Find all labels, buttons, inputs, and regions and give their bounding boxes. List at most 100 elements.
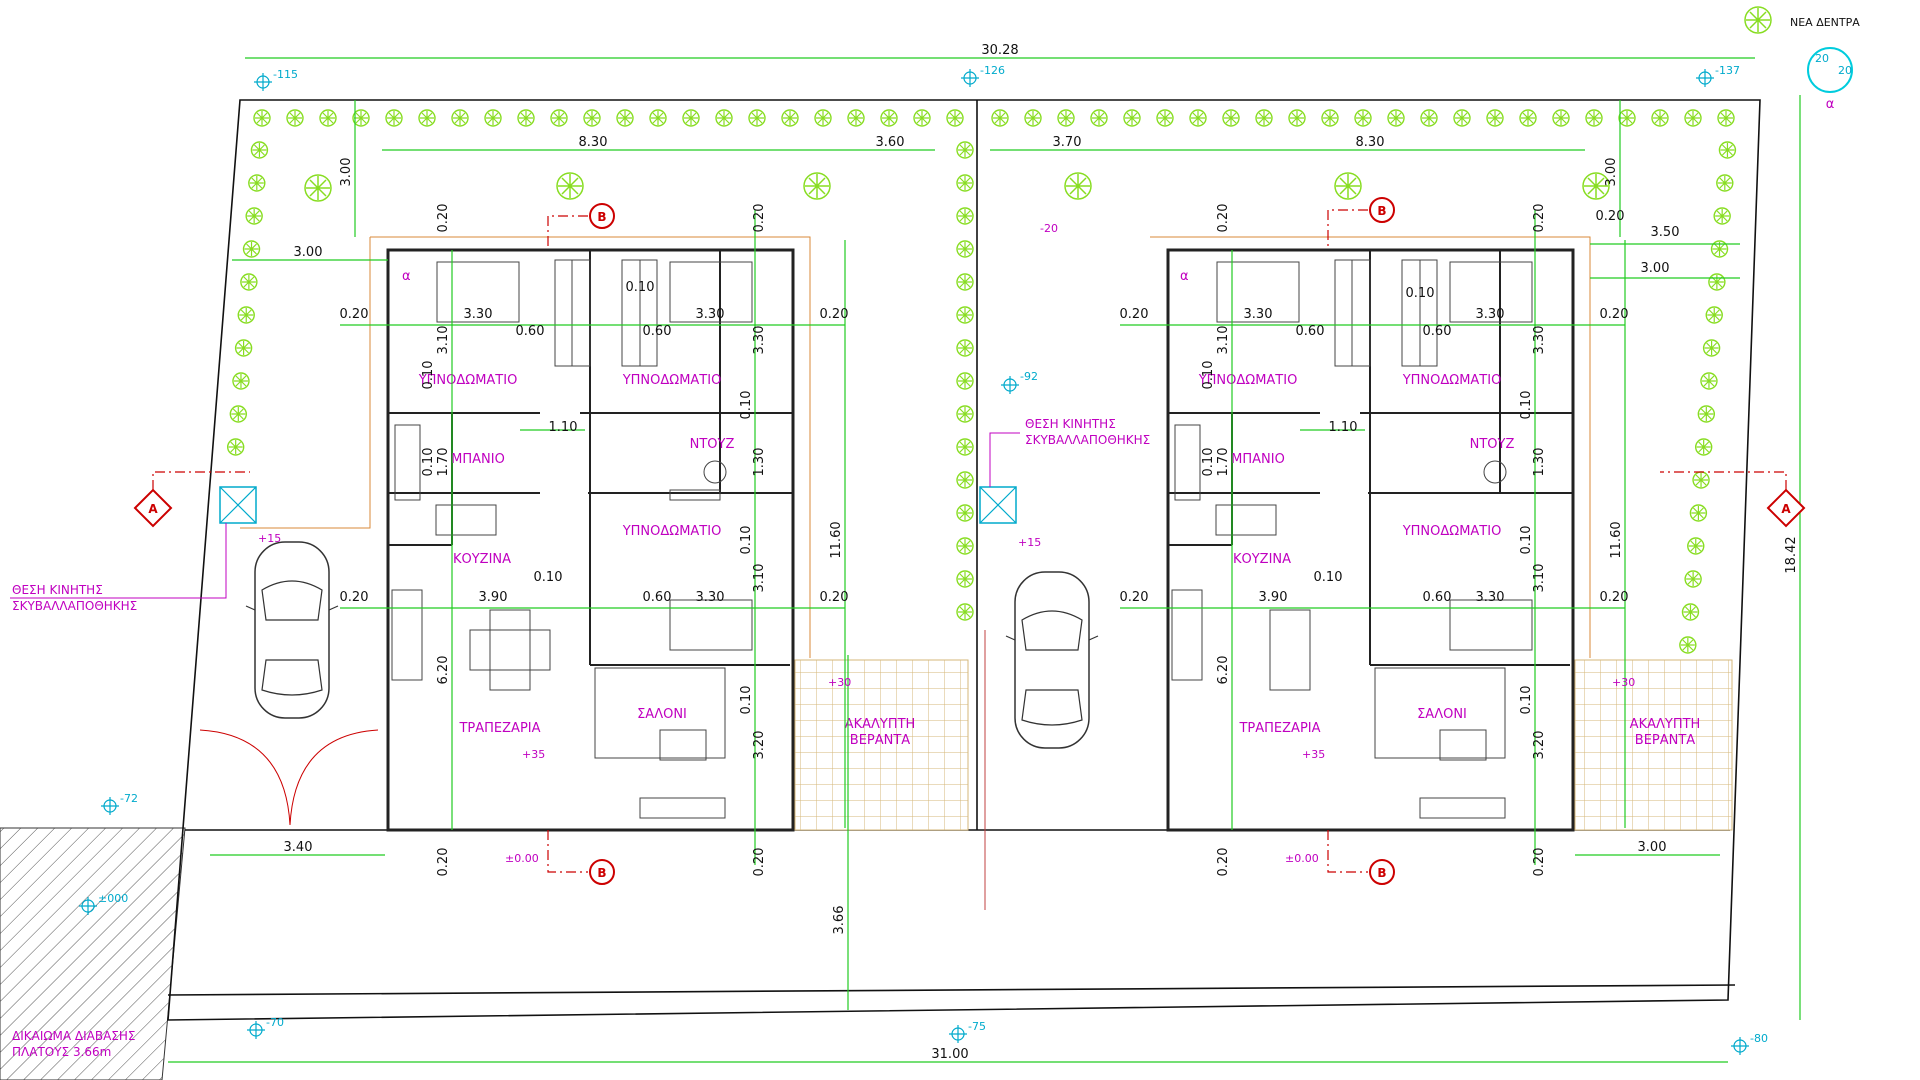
shrub-icon <box>956 174 974 192</box>
dim: 0.60 <box>1296 324 1325 339</box>
shrub-icon <box>1090 109 1108 127</box>
dim: 0.60 <box>516 324 545 339</box>
shrub-icon <box>1024 109 1042 127</box>
bin-note-1: ΘΕΣΗ ΚΙΝΗΤΗΣ <box>12 583 103 597</box>
dim-overall-bottom: 31.00 <box>931 1047 968 1062</box>
dim: 3.50 <box>1651 225 1680 240</box>
right-of-way-note-1: ΔΙΚΑΙΩΜΑ ΔΙΑΒΑΣΗΣ <box>12 1029 136 1043</box>
shrub-icon <box>1123 109 1141 127</box>
dim: 0.10 <box>421 448 436 477</box>
dim: 0.10 <box>1314 570 1343 585</box>
north-arrow-icon <box>1807 47 1853 93</box>
dim: 0.20 <box>1600 307 1629 322</box>
dim-overall-top: 30.28 <box>981 43 1018 58</box>
dim: 0.20 <box>1596 209 1625 224</box>
room-label: ΜΠΑΝΙΟ <box>451 452 505 467</box>
room-label: ΣΑΛΟΝΙ <box>1417 707 1467 722</box>
shrub-icon <box>1354 109 1372 127</box>
dim: 3.20 <box>1532 731 1547 760</box>
dim-access: 3.66 <box>832 906 847 935</box>
shrub-icon <box>1697 405 1716 423</box>
dim: 0.20 <box>1532 204 1547 233</box>
shrub-icon <box>956 471 974 489</box>
dim: 3.30 <box>696 590 725 605</box>
tree-icon <box>803 172 831 200</box>
shrub-icon <box>616 109 634 127</box>
level-marker-icon <box>253 72 273 92</box>
section-marker-b-bottom-left: B <box>589 859 615 885</box>
shrub-icon <box>232 372 250 390</box>
shrub-icon <box>1700 372 1718 390</box>
dim: 0.60 <box>643 324 672 339</box>
dim: 0.60 <box>1423 590 1452 605</box>
dim: 3.90 <box>479 590 508 605</box>
tree-icon <box>1744 6 1772 34</box>
section-line-b-left <box>547 215 588 873</box>
section-label-b: B <box>1377 204 1386 218</box>
shrub-icon <box>484 109 502 127</box>
shrub-icon <box>1705 306 1723 324</box>
shrub-icon <box>1519 109 1537 127</box>
shrub-icon <box>1689 504 1708 522</box>
dim: 0.10 <box>739 391 754 420</box>
shrub-icon <box>1288 109 1306 127</box>
level: +30 <box>1612 676 1635 689</box>
dim: 0.20 <box>1216 848 1231 877</box>
shrub-icon <box>583 109 601 127</box>
shrub-icon <box>286 109 304 127</box>
shrub-icon <box>956 504 974 522</box>
gate-swing <box>199 729 379 826</box>
level-marker-icon <box>948 1024 968 1044</box>
dim: 11.60 <box>829 521 844 558</box>
dim: 3.60 <box>876 135 905 150</box>
section-label-b: B <box>597 210 606 224</box>
dim: 6.20 <box>1216 656 1231 685</box>
level: -126 <box>980 64 1005 77</box>
shrub-icon <box>956 537 974 555</box>
veranda-label-right-2: ΒΕΡΑΝΤΑ <box>1635 733 1696 748</box>
section-line-a-left <box>152 471 250 490</box>
shrub-icon <box>253 109 271 127</box>
right-of-way-note-2: ΠΛΑΤΟΥΣ 3.66m <box>12 1045 111 1059</box>
level: -20 <box>1040 222 1058 235</box>
dim: 0.10 <box>1201 361 1216 390</box>
dim: 0.20 <box>1216 204 1231 233</box>
shrub-icon <box>956 372 974 390</box>
dim: 0.20 <box>436 848 451 877</box>
shrub-icon <box>245 207 263 225</box>
shrub-icon <box>1618 109 1636 127</box>
dim: 3.10 <box>752 564 767 593</box>
dim: 1.70 <box>436 448 451 477</box>
shrub-icon <box>1702 339 1721 357</box>
dim: 3.30 <box>696 307 725 322</box>
shrub-icon <box>649 109 667 127</box>
dim: 0.20 <box>820 307 849 322</box>
level: ±000 <box>98 892 128 905</box>
level: ±0.00 <box>1285 852 1319 865</box>
north-value-1: 20 <box>1815 52 1829 65</box>
dim: 0.10 <box>1201 448 1216 477</box>
dim: 6.20 <box>436 656 451 685</box>
dim: 11.60 <box>1609 521 1624 558</box>
shrub-icon <box>1684 570 1702 588</box>
level: +15 <box>258 532 281 545</box>
grid-label-right: α <box>1180 269 1189 284</box>
shrub-icon <box>956 570 974 588</box>
shrub-icon <box>1552 109 1570 127</box>
shrub-icon <box>319 109 337 127</box>
room-label: ΥΠΝΟΔΩΜΑΤΙΟ <box>622 524 722 539</box>
level: -92 <box>1020 370 1038 383</box>
shrub-icon <box>385 109 403 127</box>
room-label: ΤΡΑΠΕΖΑΡΙΑ <box>458 721 540 736</box>
dim: 0.20 <box>436 204 451 233</box>
dim: 0.10 <box>626 280 655 295</box>
dim: 1.30 <box>752 448 767 477</box>
dim: 0.60 <box>1423 324 1452 339</box>
room-label: ΝΤΟΥΖ <box>1470 437 1515 452</box>
section-line-a-right <box>1660 471 1787 490</box>
veranda-label-left-2: ΒΕΡΑΝΤΑ <box>850 733 911 748</box>
shrub-icon <box>715 109 733 127</box>
dim: 0.10 <box>421 361 436 390</box>
shrub-icon <box>1420 109 1438 127</box>
